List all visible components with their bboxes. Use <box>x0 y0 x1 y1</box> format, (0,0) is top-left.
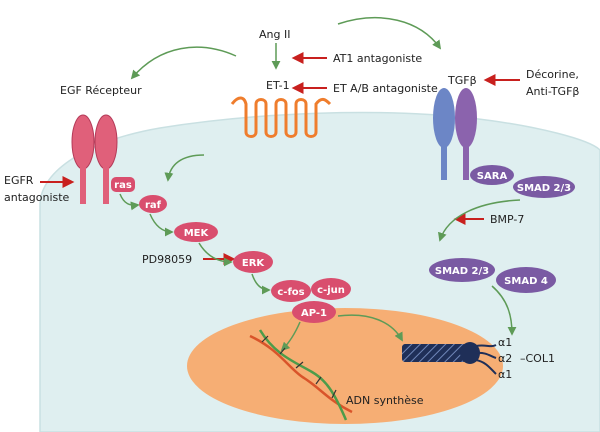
et1-to-ras-arrow <box>164 154 205 182</box>
raf-to-mek-arrow <box>149 213 174 237</box>
sara-node: SARA <box>470 165 514 185</box>
svg-text:ERK: ERK <box>242 258 266 269</box>
tgfb-label: TGFβ <box>447 74 477 87</box>
antagoniste-label: antagoniste <box>4 191 70 204</box>
pd98059-label: PD98059 <box>142 253 192 266</box>
ap1-node: AP-1 <box>292 301 336 323</box>
erk-to-cfos-arrow <box>251 273 271 295</box>
ang2-label: Ang II <box>259 28 290 41</box>
erk-node: ERK <box>233 251 273 273</box>
smad23-top-node: SMAD 2/3 <box>513 176 575 198</box>
decorine-label: Décorine, <box>526 68 579 81</box>
svg-text:MEK: MEK <box>184 228 210 239</box>
col1-label: –COL1 <box>520 352 555 365</box>
alpha1-top-label: α1 <box>498 336 512 349</box>
svg-text:SARA: SARA <box>477 171 508 182</box>
alpha1-bottom-label: α1 <box>498 368 512 381</box>
et1-to-egfr-arrow <box>130 46 237 80</box>
ras-node: ras <box>111 177 135 192</box>
svg-text:c-jun: c-jun <box>317 285 345 296</box>
cjun-node: c-jun <box>311 278 351 300</box>
nucleus <box>187 308 503 424</box>
cfos-node: c-fos <box>271 280 311 302</box>
ras-to-raf-arrow <box>119 193 140 211</box>
egfr-label: EGFR <box>4 174 34 187</box>
et-receptor <box>230 96 332 138</box>
dna-helix <box>249 329 353 421</box>
svg-text:AP-1: AP-1 <box>301 308 327 319</box>
svg-text:SMAD 4: SMAD 4 <box>504 276 548 287</box>
svg-text:ras: ras <box>114 180 132 191</box>
svg-text:raf: raf <box>145 200 162 211</box>
egf-receptor-label: EGF Récepteur <box>60 84 142 97</box>
at1-antagoniste-label: AT1 antagoniste <box>333 52 422 65</box>
egf-receptor <box>71 114 118 204</box>
svg-text:SMAD 2/3: SMAD 2/3 <box>517 183 571 194</box>
collagen-col1 <box>402 342 497 375</box>
raf-node: raf <box>139 195 167 213</box>
ang2-to-tgfb-arrow <box>337 17 442 50</box>
adn-synthese-label: ADN synthèse <box>346 394 424 407</box>
mek-node: MEK <box>174 222 218 242</box>
svg-text:c-fos: c-fos <box>277 287 304 298</box>
eta-b-antagoniste-label: ET A/B antagoniste <box>333 82 438 95</box>
bmp7-label: BMP-7 <box>490 213 524 226</box>
svg-text:SMAD 2/3: SMAD 2/3 <box>435 266 489 277</box>
smad-to-collagen-arrow <box>491 285 517 336</box>
alpha2-label: α2 <box>498 352 512 365</box>
smad4-node: SMAD 4 <box>496 267 556 293</box>
et1-label: ET-1 <box>266 79 290 92</box>
smad-to-smad-arrow <box>438 199 521 242</box>
ap1-to-dna-arrow <box>280 321 301 352</box>
mek-to-erk-arrow <box>198 242 233 267</box>
ap1-to-collagen-arrow <box>337 314 403 342</box>
tgfb-receptor <box>433 88 477 180</box>
anti-tgfb-label: Anti-TGFβ <box>526 85 579 98</box>
smad23-bottom-node: SMAD 2/3 <box>429 258 495 282</box>
